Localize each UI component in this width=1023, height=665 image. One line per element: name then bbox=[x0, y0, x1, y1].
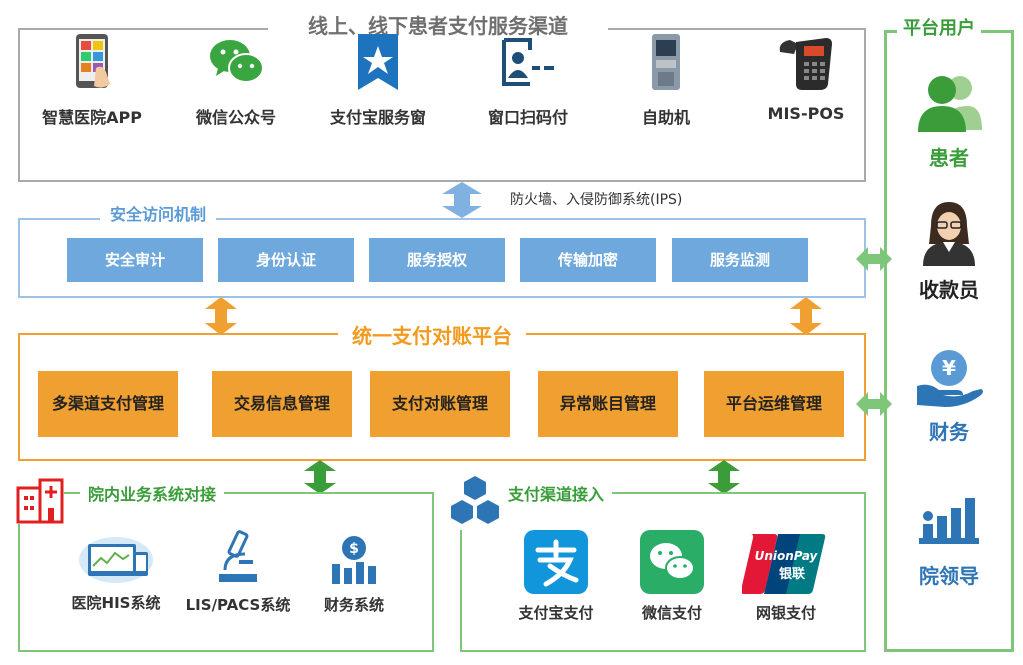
platform-item-exception[interactable]: 异常账目管理 bbox=[538, 371, 678, 437]
kiosk-icon bbox=[652, 34, 680, 90]
hospital-icon bbox=[16, 478, 64, 524]
hospital-systems-box bbox=[18, 492, 434, 652]
channel-label: 智慧医院APP bbox=[42, 108, 142, 127]
pay-label: 支付宝支付 bbox=[518, 604, 594, 622]
pay-wechat[interactable]: 微信支付 bbox=[612, 530, 732, 623]
channel-label: 自助机 bbox=[641, 108, 690, 127]
platform-item-multichannel[interactable]: 多渠道支付管理 bbox=[38, 371, 178, 437]
system-finance[interactable]: $ 财务系统 bbox=[294, 534, 414, 615]
payment-channels-title: 支付渠道接入 bbox=[500, 484, 613, 506]
system-label: 财务系统 bbox=[323, 596, 384, 614]
left-right-arrow-icon bbox=[856, 392, 892, 416]
channel-window-scan[interactable]: 窗口扫码付 bbox=[458, 32, 598, 128]
security-item-auth[interactable]: 身份认证 bbox=[218, 238, 354, 282]
double-arrow-icon bbox=[205, 297, 237, 335]
user-label: 收款员 bbox=[919, 278, 979, 302]
pos-terminal-icon bbox=[779, 38, 832, 90]
security-item-monitor[interactable]: 服务监测 bbox=[672, 238, 808, 282]
hospital-systems-title: 院内业务系统对接 bbox=[80, 484, 225, 506]
left-right-arrow-icon bbox=[856, 247, 892, 271]
pay-unionpay[interactable]: UnionPay 银联 网银支付 bbox=[726, 530, 846, 623]
security-item-audit[interactable]: 安全审计 bbox=[67, 238, 203, 282]
channels-title: 线上、线下患者支付服务渠道 bbox=[268, 12, 608, 40]
security-item-encrypt[interactable]: 传输加密 bbox=[520, 238, 656, 282]
channel-label: 微信公众号 bbox=[195, 108, 276, 127]
leader-bar-icon bbox=[919, 498, 979, 544]
unionpay-icon: UnionPay 银联 bbox=[742, 534, 826, 594]
user-cashier[interactable]: 收款员 bbox=[884, 200, 1014, 303]
platform-item-transaction[interactable]: 交易信息管理 bbox=[212, 371, 352, 437]
channel-app[interactable]: 智慧医院APP bbox=[22, 32, 162, 128]
channel-wechat[interactable]: 微信公众号 bbox=[166, 32, 306, 128]
pay-alipay[interactable]: 支付宝支付 bbox=[496, 530, 616, 623]
user-leader[interactable]: 院领导 bbox=[884, 494, 1014, 589]
his-system-icon bbox=[79, 537, 153, 583]
system-his[interactable]: 医院HIS系统 bbox=[56, 534, 176, 613]
unionpay-logo-text: UnionPay bbox=[755, 549, 819, 563]
firewall-label: 防火墙、入侵防御系统(IPS) bbox=[510, 192, 683, 208]
channel-label: 支付宝服务窗 bbox=[329, 108, 426, 127]
platform-users-title: 平台用户 bbox=[897, 16, 981, 42]
svg-text:$: $ bbox=[349, 541, 359, 557]
channel-alipay-window[interactable]: 支付宝服务窗 bbox=[308, 32, 448, 128]
pay-label: 微信支付 bbox=[641, 604, 702, 622]
patient-icon bbox=[918, 76, 982, 132]
window-scan-pay-icon bbox=[502, 38, 554, 86]
finance-hand-icon: ¥ bbox=[917, 350, 983, 407]
pay-label: 网银支付 bbox=[755, 604, 816, 622]
platform-item-ops[interactable]: 平台运维管理 bbox=[704, 371, 844, 437]
hexagon-cluster-icon bbox=[446, 474, 504, 530]
svg-text:¥: ¥ bbox=[942, 356, 956, 380]
user-finance[interactable]: ¥ 财务 bbox=[884, 346, 1014, 445]
user-label: 患者 bbox=[929, 146, 969, 170]
double-arrow-icon bbox=[708, 460, 740, 494]
system-label: 医院HIS系统 bbox=[71, 594, 161, 612]
double-arrow-icon bbox=[304, 460, 336, 494]
user-patient[interactable]: 患者 bbox=[884, 70, 1014, 171]
unionpay-logo-text-cn: 银联 bbox=[779, 566, 805, 582]
payment-channels-box bbox=[460, 492, 866, 652]
smartphone-app-icon bbox=[76, 34, 110, 88]
finance-chart-icon: $ bbox=[332, 536, 376, 584]
microscope-icon bbox=[219, 530, 257, 582]
platform-item-reconcile[interactable]: 支付对账管理 bbox=[370, 371, 510, 437]
security-item-authorize[interactable]: 服务授权 bbox=[369, 238, 505, 282]
channel-label: MIS-POS bbox=[767, 104, 845, 123]
platform-title: 统一支付对账平台 bbox=[338, 322, 526, 350]
cashier-icon bbox=[923, 202, 975, 266]
channel-label: 窗口扫码付 bbox=[487, 108, 568, 127]
security-title: 安全访问机制 bbox=[100, 204, 217, 226]
wechat-icon bbox=[210, 40, 264, 83]
channel-kiosk[interactable]: 自助机 bbox=[596, 32, 736, 128]
system-lis-pacs[interactable]: LIS/PACS系统 bbox=[178, 530, 298, 615]
user-label: 院领导 bbox=[919, 564, 979, 588]
channel-mis-pos[interactable]: MIS-POS bbox=[736, 32, 876, 123]
alipay-icon bbox=[524, 530, 588, 594]
double-arrow-icon bbox=[442, 182, 482, 218]
user-label: 财务 bbox=[929, 420, 969, 444]
wechat-pay-icon bbox=[640, 530, 704, 594]
system-label: LIS/PACS系统 bbox=[185, 596, 291, 614]
alipay-star-icon bbox=[358, 34, 398, 90]
double-arrow-icon bbox=[790, 297, 822, 335]
